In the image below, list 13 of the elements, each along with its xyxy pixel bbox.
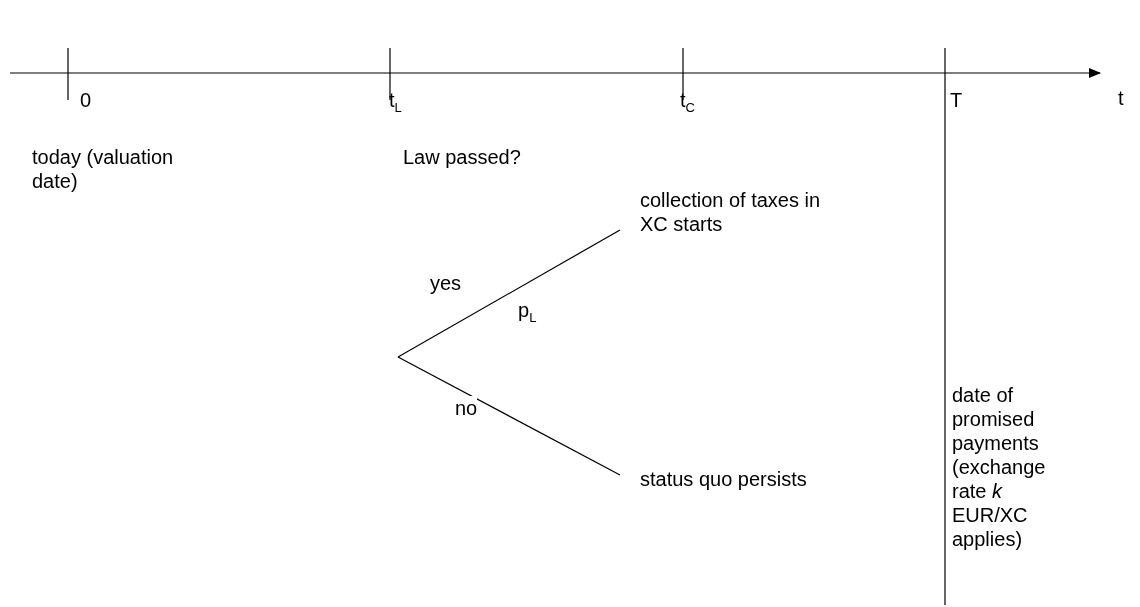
note-text: today (valuation date) bbox=[32, 145, 175, 193]
branch-line bbox=[397, 229, 621, 358]
branch-line bbox=[397, 356, 621, 476]
probability-label: p$_{L}$ bbox=[518, 298, 537, 327]
axis-label: t bbox=[1118, 86, 1124, 110]
axis-tick-label: t$_{C}$ bbox=[680, 88, 695, 117]
axis-tick-label: 0 bbox=[80, 88, 92, 112]
outcome-text: collection of taxes in XC starts bbox=[640, 188, 822, 236]
axis-tick-label: t$_{L}$ bbox=[389, 88, 402, 117]
axis-tick-label: T bbox=[950, 88, 963, 112]
outcome-text: status quo persists bbox=[640, 467, 808, 491]
question-text: Law passed? bbox=[403, 145, 521, 169]
note-text: date of promised payments (exchange rate k EUR/XC applies) bbox=[952, 383, 1047, 551]
